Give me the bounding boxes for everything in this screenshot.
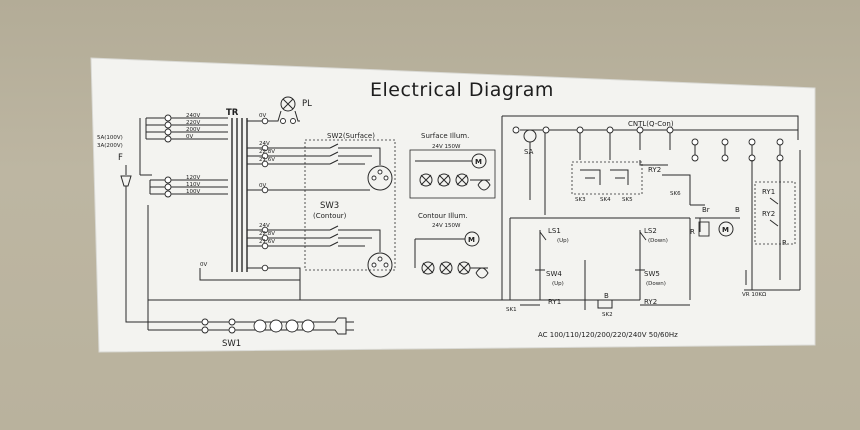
sec-24v-a-label: 24V: [259, 141, 270, 147]
sw4-label: SW4: [546, 270, 562, 278]
control-top-bus: [501, 115, 799, 300]
limit-ladder: [509, 217, 691, 310]
surface-lamp-3: [455, 173, 469, 187]
sw1-bus: [125, 200, 320, 331]
cntl-label: CNTL(Q-Con): [628, 120, 674, 128]
sec-0v-b-label: 0V: [200, 262, 207, 268]
sa-label: SA: [524, 148, 534, 156]
sk2-label: SK2: [602, 312, 613, 318]
ac-rating-label: AC 100/110/120/200/220/240V 50/60Hz: [538, 331, 678, 339]
tap-100-label: 100V: [186, 189, 200, 195]
fuse-symbol: [120, 165, 132, 200]
sk-block: [571, 161, 643, 195]
sec-24v-b-label: 24V: [259, 223, 270, 229]
sw2-box: [304, 139, 396, 271]
sec-228-b-label: 22.8V: [259, 231, 275, 237]
sk1-label: SK1: [506, 307, 517, 313]
sw3-label-a: SW3: [320, 201, 339, 211]
ry2-right-label: RY2: [762, 210, 775, 218]
sec-216-a-label: 21.6V: [259, 157, 275, 163]
lift-motor-label: M: [722, 226, 729, 234]
sw3-socket: [367, 252, 393, 278]
sk4-label: SK4: [600, 197, 611, 203]
surface-lamp-1: [419, 173, 433, 187]
tap-120-label: 120V: [186, 175, 200, 181]
pilot-lamp-symbol: [280, 96, 296, 112]
contour-motor-label: M: [468, 236, 475, 244]
ls1-label: LS1: [548, 227, 561, 235]
br-label: Br: [702, 206, 710, 214]
right-relay-box: [754, 181, 796, 245]
surface-motor-label: M: [475, 158, 482, 166]
primary-left-bus: [139, 118, 152, 330]
b-right-label: B: [735, 206, 740, 214]
r-left-label: R: [690, 228, 695, 236]
surface-illum-label: Surface Illum.: [421, 132, 469, 140]
primary-taps: [145, 114, 228, 198]
sw1-label: SW1: [222, 339, 241, 349]
contour-watt-label: 24V 150W: [432, 223, 461, 229]
tap-0v-a-label: 0V: [186, 134, 193, 140]
ac-plug: [320, 317, 354, 335]
sw2-socket: [367, 165, 393, 191]
fuse-rating-1: 5A(100V): [97, 135, 123, 141]
fuse-rating-2: 3A(200V): [97, 143, 123, 149]
sw1-contacts: [201, 318, 315, 334]
sw5-label: SW5: [644, 270, 660, 278]
r-resistor: [698, 221, 710, 237]
tap-220-label: 220V: [186, 120, 200, 126]
zero-volt-bus: [199, 189, 370, 300]
fuse-label: F: [118, 153, 123, 163]
tap-200-label: 200V: [186, 127, 200, 133]
ry2-bottom-label: RY2: [644, 298, 657, 306]
sw4-dir-label: (Up): [552, 281, 564, 287]
plate-surface: [90, 57, 816, 353]
secondary-taps: [261, 117, 269, 272]
sec-0v-mid-label: 0V: [259, 183, 266, 189]
transformer-core: [231, 118, 248, 272]
contour-lamp-2: [439, 261, 453, 275]
sec-216-b-label: 21.6V: [259, 239, 275, 245]
ls2-label: LS2: [644, 227, 657, 235]
contour-illum-label: Contour Illum.: [418, 212, 468, 220]
ls1-dir-label: (Up): [557, 238, 569, 244]
b-bottom-label: B: [604, 292, 609, 300]
sk3-label: SK3: [575, 197, 586, 203]
sk5-label: SK5: [622, 197, 633, 203]
sw2-label: SW2(Surface): [327, 132, 375, 140]
tap-240-label: 240V: [186, 113, 200, 119]
ry1-right-label: RY1: [762, 188, 775, 196]
vr-label: VR 10KΩ: [742, 292, 766, 298]
surface-illum-box: [409, 149, 496, 199]
surface-lamp-2: [437, 173, 451, 187]
pilot-lamp-cross: [268, 98, 300, 122]
sw3-wiring: [268, 229, 381, 252]
diagram-title: Electrical Diagram: [370, 79, 554, 101]
r-right-label: R: [782, 239, 787, 247]
sw5-dir-label: (Down): [646, 281, 666, 287]
ry1-bottom-label: RY1: [548, 298, 561, 306]
transformer-secondary-leads: [247, 120, 262, 269]
tap-110-label: 110V: [186, 182, 200, 188]
surface-watt-label: 24V 150W: [432, 144, 461, 150]
sw2-wiring: [268, 147, 381, 165]
ls2-dir-label: (Down): [648, 238, 668, 244]
sw3-label-b: (Contour): [313, 212, 347, 220]
lift-motor-symbol: [718, 221, 734, 237]
pilot-lamp-label: PL: [302, 99, 312, 109]
contour-lamp-1: [421, 261, 435, 275]
sec-228-a-label: 22.8V: [259, 149, 275, 155]
transformer-label: TR: [226, 108, 239, 118]
sec-0v-top-label: 0V: [259, 113, 266, 119]
ry2-top-label: RY2: [648, 166, 661, 174]
vr-symbol: [744, 270, 760, 291]
sk6-label: SK6: [670, 191, 681, 197]
